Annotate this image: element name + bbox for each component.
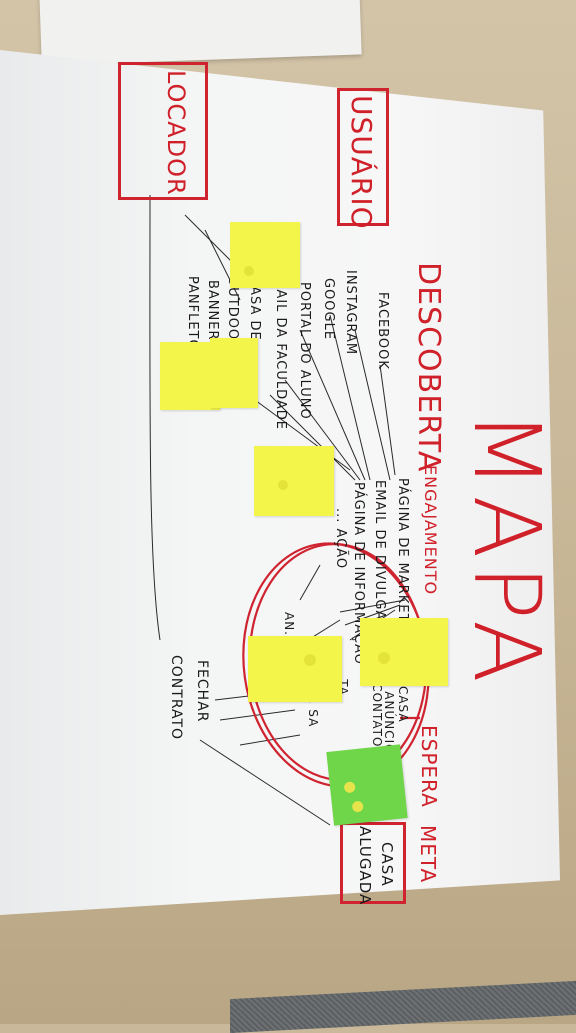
usuario-box (337, 88, 389, 226)
meta-item: ALUGADA (356, 826, 374, 906)
locador-step: CONTRATO (168, 655, 184, 741)
locador-label: LOCADOR (162, 70, 190, 196)
sticky-note-yellow (254, 446, 334, 516)
phase-engajamento: ENGAJAMENTO (421, 465, 440, 596)
locador-step: FECHAR (194, 660, 210, 723)
sticky-note-yellow (230, 222, 300, 288)
phase-espera: ESPERA (417, 725, 441, 808)
descoberta-item: INSTAGRAM (343, 270, 358, 356)
meta-item: CASA (378, 842, 396, 887)
phase-meta: META (416, 825, 440, 884)
descoberta-item: EMAIL DA FACULDADE (273, 268, 288, 431)
sticky-note-yellow (360, 618, 448, 686)
usuario-label: USUÁRIO (345, 95, 378, 230)
descoberta-item: GOOGLE (321, 278, 336, 341)
meta-box (340, 822, 406, 904)
descoberta-item: FACEBOOK (375, 292, 390, 370)
descoberta-item: PORTAL DO ALUNO (297, 282, 312, 420)
sticky-note-yellow (210, 338, 258, 408)
descoberta-item: PANFLETO (185, 276, 200, 351)
engajamento-item: ... AÇÃO (333, 508, 348, 570)
sticky-note-yellow (248, 636, 342, 702)
descoberta-item: BANNER (205, 280, 220, 341)
locador-box (118, 62, 208, 200)
phase-descoberta: DESCOBERTA (411, 262, 446, 473)
poster-title: MAPA (453, 410, 560, 689)
sticky-note-green (326, 744, 408, 826)
